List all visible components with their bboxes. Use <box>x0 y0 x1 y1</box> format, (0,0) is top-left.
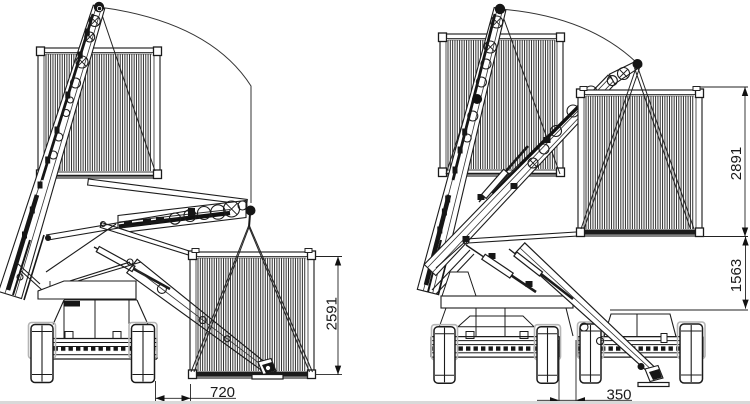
svg-text:2591: 2591 <box>324 297 341 330</box>
svg-text:2891: 2891 <box>728 147 745 180</box>
svg-text:1563: 1563 <box>728 259 745 292</box>
svg-text:720: 720 <box>210 384 235 401</box>
svg-text:350: 350 <box>606 386 631 403</box>
